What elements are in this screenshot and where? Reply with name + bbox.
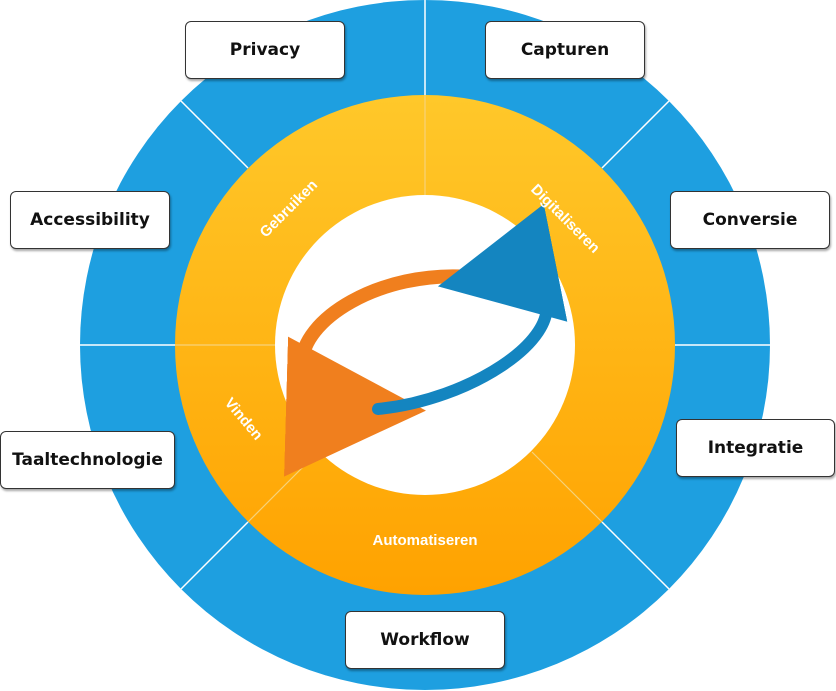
outer-ring-dividers [80, 0, 770, 590]
box-capturen: Capturen [485, 21, 645, 79]
box-conversie: Conversie [670, 191, 830, 249]
box-workflow: Workflow [345, 611, 505, 669]
box-accessibility: Accessibility [10, 191, 170, 249]
box-privacy: Privacy [185, 21, 345, 79]
box-taaltechnologie: Taaltechnologie [0, 431, 175, 489]
box-integratie: Integratie [676, 419, 835, 477]
segment-label-automatiseren: Automatiseren [372, 532, 477, 549]
cycle-arrows-icon [284, 204, 568, 477]
